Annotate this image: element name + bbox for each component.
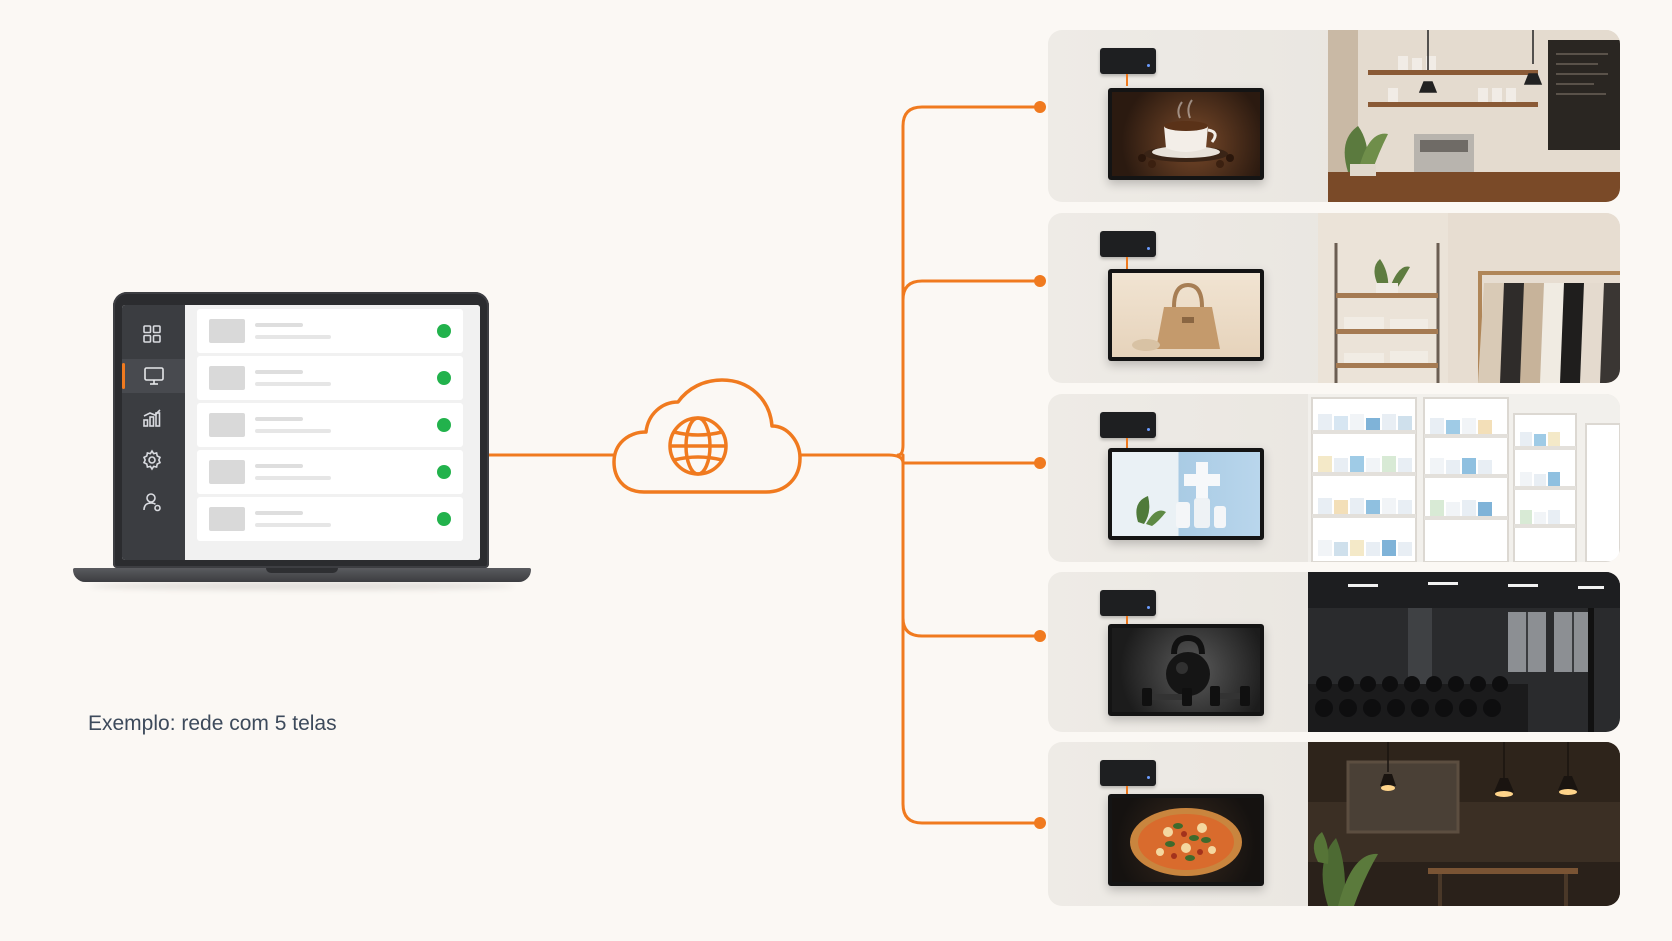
player-cable — [1126, 438, 1128, 450]
screen-thumbnail — [209, 366, 245, 390]
media-player-icon — [1100, 231, 1156, 257]
status-dot-online — [437, 324, 451, 338]
pizza-icon — [1130, 808, 1242, 876]
placeholder-line — [255, 476, 331, 480]
handbag-icon — [1132, 282, 1220, 351]
media-player-icon — [1100, 760, 1156, 786]
placeholder-line — [255, 370, 303, 374]
media-player-icon — [1100, 590, 1156, 616]
placeholder-line — [255, 429, 331, 433]
status-dot-online — [437, 512, 451, 526]
placeholder-line — [255, 382, 331, 386]
scene-coffee-shop — [1328, 30, 1620, 202]
kettlebell-icon — [1142, 634, 1250, 706]
list-item[interactable] — [197, 450, 463, 494]
laptop-base — [73, 568, 531, 582]
status-dot-online — [437, 465, 451, 479]
medicine-bottles-icon — [1136, 462, 1226, 528]
list-item[interactable] — [197, 403, 463, 447]
settings-icon[interactable] — [135, 443, 169, 477]
location-card-pharmacy — [1048, 394, 1620, 562]
screen-thumbnail — [209, 460, 245, 484]
grid-icon[interactable] — [135, 317, 169, 351]
player-cable — [1126, 257, 1128, 269]
tv-screen — [1108, 269, 1264, 361]
list-item[interactable] — [197, 356, 463, 400]
endpoint-dot-1 — [1034, 101, 1046, 113]
media-player-icon — [1100, 412, 1156, 438]
branch-line-5 — [901, 453, 1042, 825]
location-card-gym — [1048, 572, 1620, 732]
endpoint-dot-4 — [1034, 630, 1046, 642]
scene-pharmacy — [1308, 394, 1620, 562]
list-item[interactable] — [197, 309, 463, 353]
tv-screen — [1108, 448, 1264, 540]
laptop-shadow — [90, 582, 514, 590]
coffee-cup-icon — [1138, 99, 1234, 168]
player-cable — [1126, 616, 1128, 628]
screen-thumbnail — [209, 507, 245, 531]
status-dot-online — [437, 418, 451, 432]
player-cable — [1126, 786, 1128, 798]
screen-thumbnail — [209, 413, 245, 437]
location-card-cafe — [1048, 30, 1620, 202]
endpoint-dot-3 — [1034, 457, 1046, 469]
tv-screen — [1108, 88, 1264, 180]
analytics-icon[interactable] — [135, 401, 169, 435]
placeholder-line — [255, 417, 303, 421]
monitor-icon[interactable] — [122, 359, 185, 393]
placeholder-line — [255, 323, 303, 327]
placeholder-line — [255, 335, 331, 339]
tv-screen — [1108, 794, 1264, 886]
placeholder-line — [255, 464, 303, 468]
media-player-icon — [1100, 48, 1156, 74]
laptop-screen — [122, 305, 480, 560]
laptop-notch — [266, 568, 338, 573]
scene-clothing-store — [1318, 213, 1620, 383]
branch-line-4 — [901, 616, 1042, 638]
screen-list — [185, 305, 480, 560]
branch-line-1 — [896, 105, 1042, 457]
player-cable — [1126, 74, 1128, 86]
scene-gym — [1308, 572, 1620, 732]
endpoint-dot-2 — [1034, 275, 1046, 287]
location-card-clothing-store — [1048, 213, 1620, 383]
branch-line-2 — [901, 279, 1042, 302]
list-item[interactable] — [197, 497, 463, 541]
dashboard-sidebar — [122, 305, 185, 560]
placeholder-line — [255, 511, 303, 515]
endpoint-dot-5 — [1034, 817, 1046, 829]
branch-line-3 — [886, 453, 1042, 465]
screen-thumbnail — [209, 319, 245, 343]
cloud-icon — [612, 378, 802, 494]
laptop — [113, 292, 489, 568]
placeholder-line — [255, 523, 331, 527]
user-icon[interactable] — [135, 485, 169, 519]
status-dot-online — [437, 371, 451, 385]
location-card-pizzeria — [1048, 742, 1620, 906]
scene-restaurant — [1308, 742, 1620, 906]
caption: Exemplo: rede com 5 telas — [88, 712, 337, 735]
globe-icon — [668, 416, 728, 476]
tv-screen — [1108, 624, 1264, 716]
